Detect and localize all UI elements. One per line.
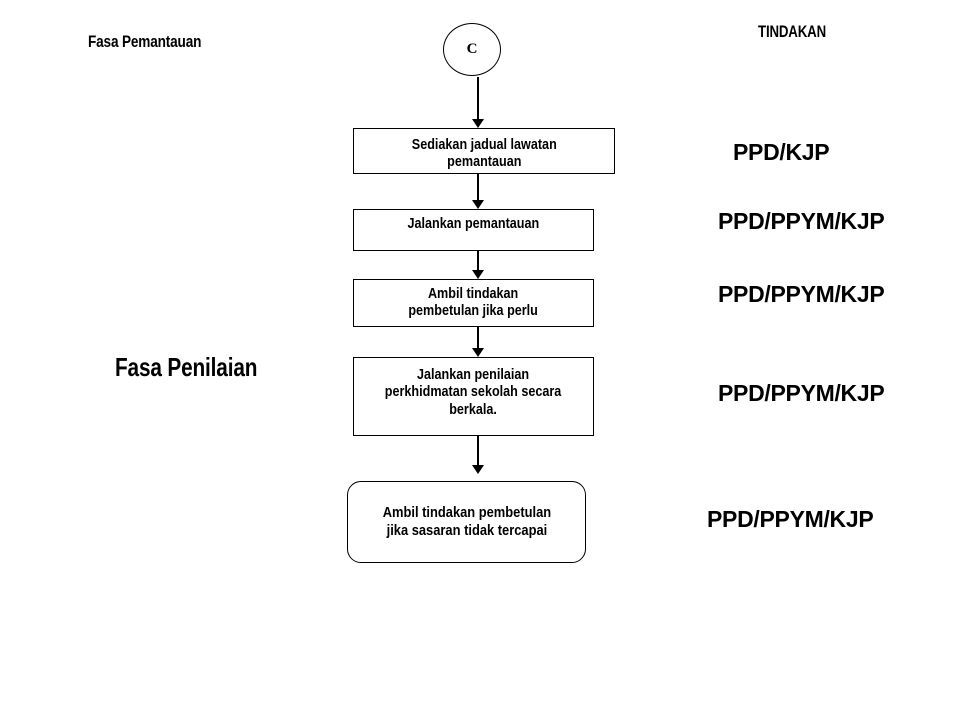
action-label-jalankan-pemantauan: PPD/PPYM/KJP: [718, 208, 885, 234]
process-box-jalankan-penilaian: Jalankan penilaian perkhidmatan sekolah …: [353, 357, 594, 436]
arrow-shaft: [477, 174, 479, 200]
arrow-head: [472, 348, 484, 357]
connector-circle-label: C: [466, 41, 478, 57]
process-box-tindakan-pembetulan: Ambil tindakan pembetulan jika perlu: [353, 279, 594, 327]
arrow-jadual-lawatan-to-jalankan-pemantauan: [472, 174, 484, 209]
arrow-head: [472, 270, 484, 279]
process-box-jalankan-pemantauan: Jalankan pemantauan: [353, 209, 594, 251]
process-box-label: Ambil tindakan pembetulan jika sasaran t…: [382, 504, 551, 539]
arrow-jalankan-penilaian-to-sasaran-tercapai: [472, 436, 484, 474]
action-label-jalankan-penilaian: PPD/PPYM/KJP: [718, 380, 885, 406]
phase-label-evaluation: Fasa Penilaian: [115, 352, 258, 382]
action-label-sasaran-tercapai: PPD/PPYM/KJP: [707, 506, 874, 532]
phase-label-monitoring: Fasa Pemantauan: [88, 32, 202, 51]
action-label-tindakan-pembetulan: PPD/PPYM/KJP: [718, 281, 885, 307]
arrow-head: [472, 200, 484, 209]
arrow-connector-to-jadual-lawatan: [472, 77, 484, 128]
arrow-shaft: [477, 436, 479, 465]
arrow-shaft: [477, 77, 479, 119]
connector-circle-c: C: [443, 23, 501, 76]
process-box-jadual-lawatan: Sediakan jadual lawatan pemantauan: [353, 128, 615, 174]
arrow-head: [472, 465, 484, 474]
arrow-shaft: [477, 327, 479, 348]
process-box-label: Sediakan jadual lawatan pemantauan: [411, 136, 557, 171]
arrow-shaft: [477, 250, 479, 270]
process-box-label: Ambil tindakan pembetulan jika perlu: [408, 285, 539, 320]
arrow-head: [472, 119, 484, 128]
process-box-label: Jalankan pemantauan: [407, 215, 540, 232]
process-box-sasaran-tercapai: Ambil tindakan pembetulan jika sasaran t…: [347, 481, 586, 563]
column-heading-action: TINDAKAN: [758, 22, 826, 41]
process-box-label: Jalankan penilaian perkhidmatan sekolah …: [385, 366, 562, 418]
action-label-jadual-lawatan: PPD/KJP: [733, 139, 830, 165]
arrow-jalankan-pemantauan-to-tindakan-pembetulan: [472, 250, 484, 279]
arrow-tindakan-pembetulan-to-jalankan-penilaian: [472, 327, 484, 357]
